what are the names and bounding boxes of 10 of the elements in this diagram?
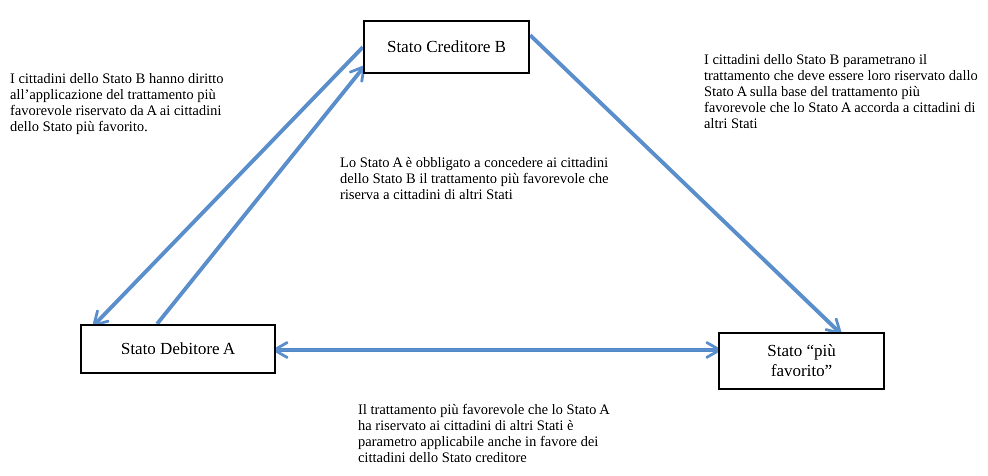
arrow <box>528 34 842 335</box>
annotation-text: Il trattamento più favorevole che lo Stato A ha riservato ai cittadini di altri Stati è parametro applicabile anche in favore dei cittadini dello Stato creditore <box>358 402 610 466</box>
state-box: Stato “più favorito” <box>718 332 885 390</box>
annotation-text: I cittadini dello Stato B hanno diritto all’applicazione del trattamento più favorevole riservato da A ai cittadini dello Stato più favorito. <box>10 71 224 135</box>
arrow <box>155 65 366 326</box>
annotation-text: I cittadini dello Stato B parametrano il trattamento che deve essere loro riservato dallo Stato A sulla base del trattamento più favorevole che lo Stato A accorda a cittadini di altri Stati <box>704 52 979 132</box>
annotation-text: Lo Stato A è obbligato a concedere ai cittadini dello Stato B il trattamento più favorevole che riserva a cittadini di altri Stati <box>340 155 610 203</box>
state-box: Stato Debitore A <box>80 324 276 374</box>
state-box: Stato Creditore B <box>363 20 530 74</box>
arrow <box>92 46 364 327</box>
